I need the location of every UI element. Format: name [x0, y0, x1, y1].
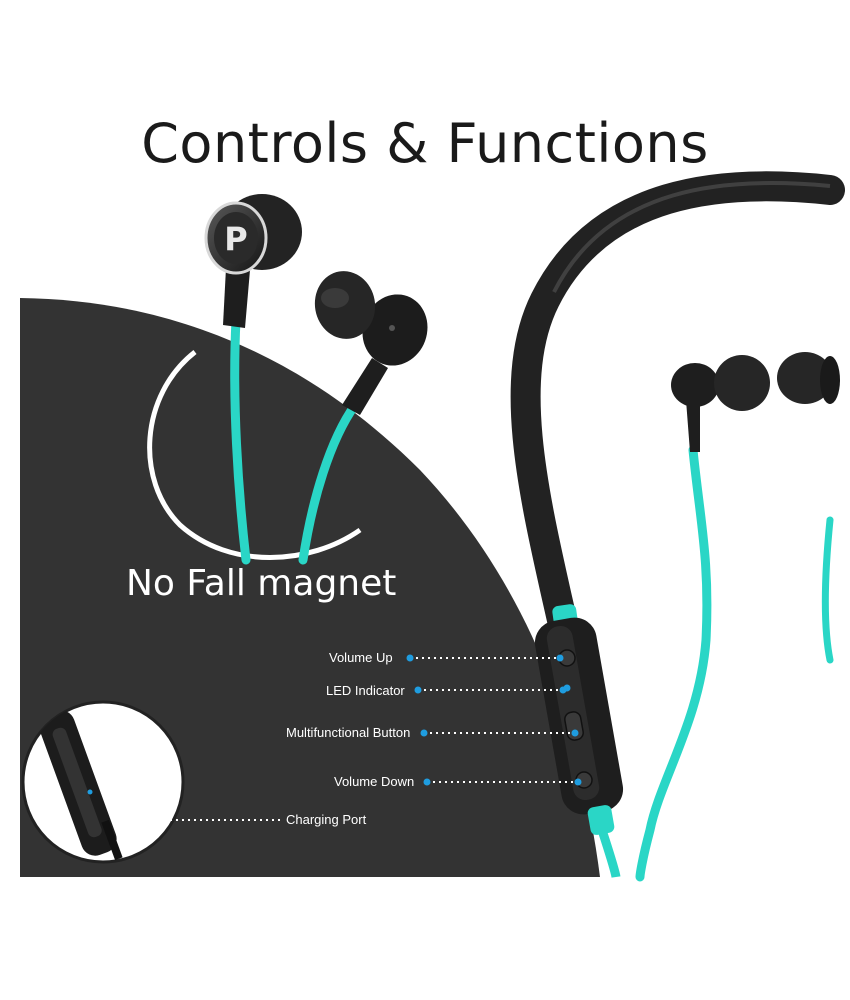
charging-inset: [21, 700, 185, 864]
feature-label: No Fall magnet: [126, 563, 397, 604]
label-volume-up: Volume Up: [329, 650, 393, 665]
earbud-right: [314, 271, 428, 415]
brand-logo: P: [224, 220, 247, 258]
label-multifunctional-button: Multifunctional Button: [286, 725, 411, 740]
control-unit: [534, 604, 624, 878]
earbud-left: [204, 194, 302, 328]
neckband: [510, 171, 845, 635]
label-volume-down: Volume Down: [334, 774, 415, 789]
label-led-indicator: LED Indicator: [326, 683, 405, 698]
label-charging-port: Charging Port: [286, 812, 367, 827]
neckband-earbuds: [671, 352, 840, 452]
callouts: [116, 657, 578, 821]
page-title: Controls & Functions: [141, 112, 709, 175]
cables: [230, 315, 834, 882]
callout-dots: [406, 654, 582, 786]
